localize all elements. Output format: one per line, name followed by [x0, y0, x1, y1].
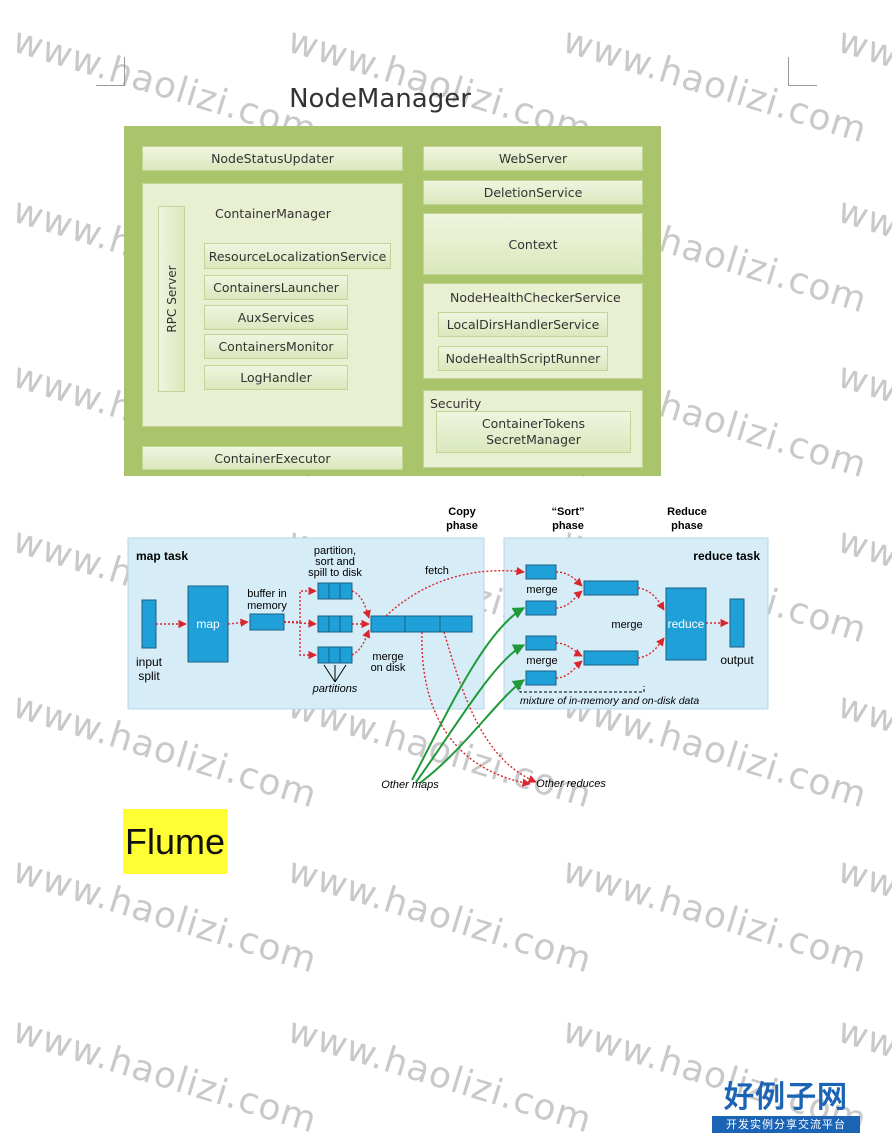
copied-segment-1 — [525, 564, 557, 580]
merge-label-upper: merge — [526, 584, 557, 596]
output-block — [729, 598, 745, 648]
watermark: www.haolizi.com — [283, 1010, 597, 1142]
flow-arrow — [555, 571, 583, 587]
deletion-service: DeletionService — [423, 180, 643, 205]
other-maps-arrow — [411, 607, 526, 781]
watermark: www.haolizi.com — [558, 850, 872, 982]
merge-on-disk-label: on disk — [371, 662, 406, 674]
copy-phase-label: phase — [446, 520, 478, 532]
container-tokens-line-2: SecretManager — [486, 432, 581, 447]
reduce-block — [665, 587, 707, 661]
flow-arrow — [555, 660, 583, 679]
partition-label: spill to disk — [308, 567, 362, 579]
container-tokens-line-1: ContainerTokens — [481, 416, 586, 431]
flume-heading: Flume — [123, 809, 228, 874]
node-health-script-runner: NodeHealthScriptRunner — [438, 346, 608, 371]
reduce-task-label: reduce task — [693, 549, 760, 563]
partitions-arrow — [334, 664, 347, 683]
other-maps-arrow — [415, 644, 526, 783]
other-reduces-arrow — [443, 631, 537, 783]
output-label: output — [720, 653, 754, 667]
copied-segment-4 — [525, 670, 557, 686]
logo-title: 好例子网 — [724, 1080, 848, 1115]
context: Context — [423, 213, 643, 275]
spill-block-1 — [317, 582, 353, 600]
watermark: www.haolizi.com — [833, 20, 892, 152]
container-manager-label: ContainerManager — [215, 206, 331, 221]
rpc-server: RPC Server — [158, 206, 185, 392]
watermark: www.haolizi.com — [283, 850, 597, 982]
buffer-label: buffer in — [247, 588, 287, 600]
input-split-label: input — [136, 655, 163, 669]
reduce-label: reduce — [668, 617, 705, 631]
watermark: www.haolizi.com — [833, 520, 892, 652]
other-maps-label: Other maps — [381, 779, 439, 791]
reduce-phase-label: phase — [671, 520, 703, 532]
flow-arrow — [284, 621, 317, 660]
sort-phase-label: “Sort” — [552, 506, 585, 518]
buffer-label: memory — [247, 600, 287, 612]
nodemanager-diagram: NodeStatusUpdater WebServer ContainerMan… — [124, 126, 661, 476]
node-status-updater: NodeStatusUpdater — [142, 146, 403, 171]
other-reduces-label: Other reduces — [536, 778, 606, 790]
merge-label-final: merge — [611, 619, 642, 631]
crop-mark-left — [96, 57, 125, 86]
containers-monitor: ContainersMonitor — [204, 334, 348, 359]
flow-arrow — [351, 629, 371, 656]
web-server: WebServer — [423, 146, 643, 171]
watermark: www.haolizi.com — [833, 685, 892, 817]
health-checker-label: NodeHealthCheckerService — [450, 290, 621, 305]
watermark: www.haolizi.com — [833, 850, 892, 982]
crop-mark-right — [788, 57, 817, 86]
copied-segment-2 — [525, 600, 557, 616]
map-task-label: map task — [136, 549, 188, 563]
watermark: www.haolizi.com — [833, 190, 892, 322]
merged-segment-1 — [583, 580, 639, 596]
nodemanager-title: NodeManager — [289, 84, 471, 114]
partition-label: partition, — [314, 545, 356, 557]
flow-arrow — [555, 590, 583, 609]
copy-phase-label: Copy — [448, 506, 476, 518]
containers-launcher: ContainersLauncher — [204, 275, 348, 300]
sort-phase-label: phase — [552, 520, 584, 532]
fetch-label: fetch — [425, 565, 449, 577]
watermark: www.haolizi.com — [833, 355, 892, 487]
input-split-block — [141, 599, 157, 649]
merge-label-lower: merge — [526, 655, 557, 667]
container-tokens-secret-manager: ContainerTokens SecretManager — [436, 411, 631, 453]
flow-arrow — [227, 618, 249, 627]
flow-arrow — [555, 642, 583, 657]
local-dirs-handler-service: LocalDirsHandlerService — [438, 312, 608, 337]
merged-spill-block — [370, 615, 473, 633]
map-label: map — [196, 617, 220, 631]
merged-segment-2 — [583, 650, 639, 666]
input-split-label: split — [138, 669, 160, 683]
fetch-arrow — [385, 566, 525, 617]
watermark: www.haolizi.com — [8, 1010, 322, 1142]
memory-buffer-block — [249, 613, 285, 631]
resource-localization-service: ResourceLocalizationService — [204, 243, 391, 269]
partitions-label: partitions — [312, 683, 358, 695]
reduce-phase-label: Reduce — [667, 506, 707, 518]
flow-arrow — [351, 590, 371, 619]
merge-on-disk-label: merge — [372, 651, 403, 663]
partitions-arrow — [323, 664, 336, 683]
other-maps-arrow — [419, 679, 525, 784]
rpc-server-label: RPC Server — [164, 265, 179, 333]
copied-segment-3 — [525, 635, 557, 651]
partition-label: sort and — [315, 556, 355, 568]
spill-block-3 — [317, 646, 353, 664]
flow-arrow — [637, 587, 665, 611]
logo-tagline: 开发实例分享交流平台 — [712, 1116, 860, 1133]
log-handler: LogHandler — [204, 365, 348, 390]
mapreduce-shuffle-diagram: Copy phase “Sort” phase Reduce phase map… — [127, 506, 769, 791]
spill-block-2 — [317, 615, 353, 633]
aux-services: AuxServices — [204, 305, 348, 330]
security-label: Security — [430, 396, 482, 411]
other-reduces-arrow — [421, 631, 531, 787]
container-executor: ContainerExecutor — [142, 446, 403, 470]
mixture-label: mixture of in-memory and on-disk data — [520, 695, 699, 707]
site-logo: 好例子网 开发实例分享交流平台 — [712, 1080, 860, 1136]
